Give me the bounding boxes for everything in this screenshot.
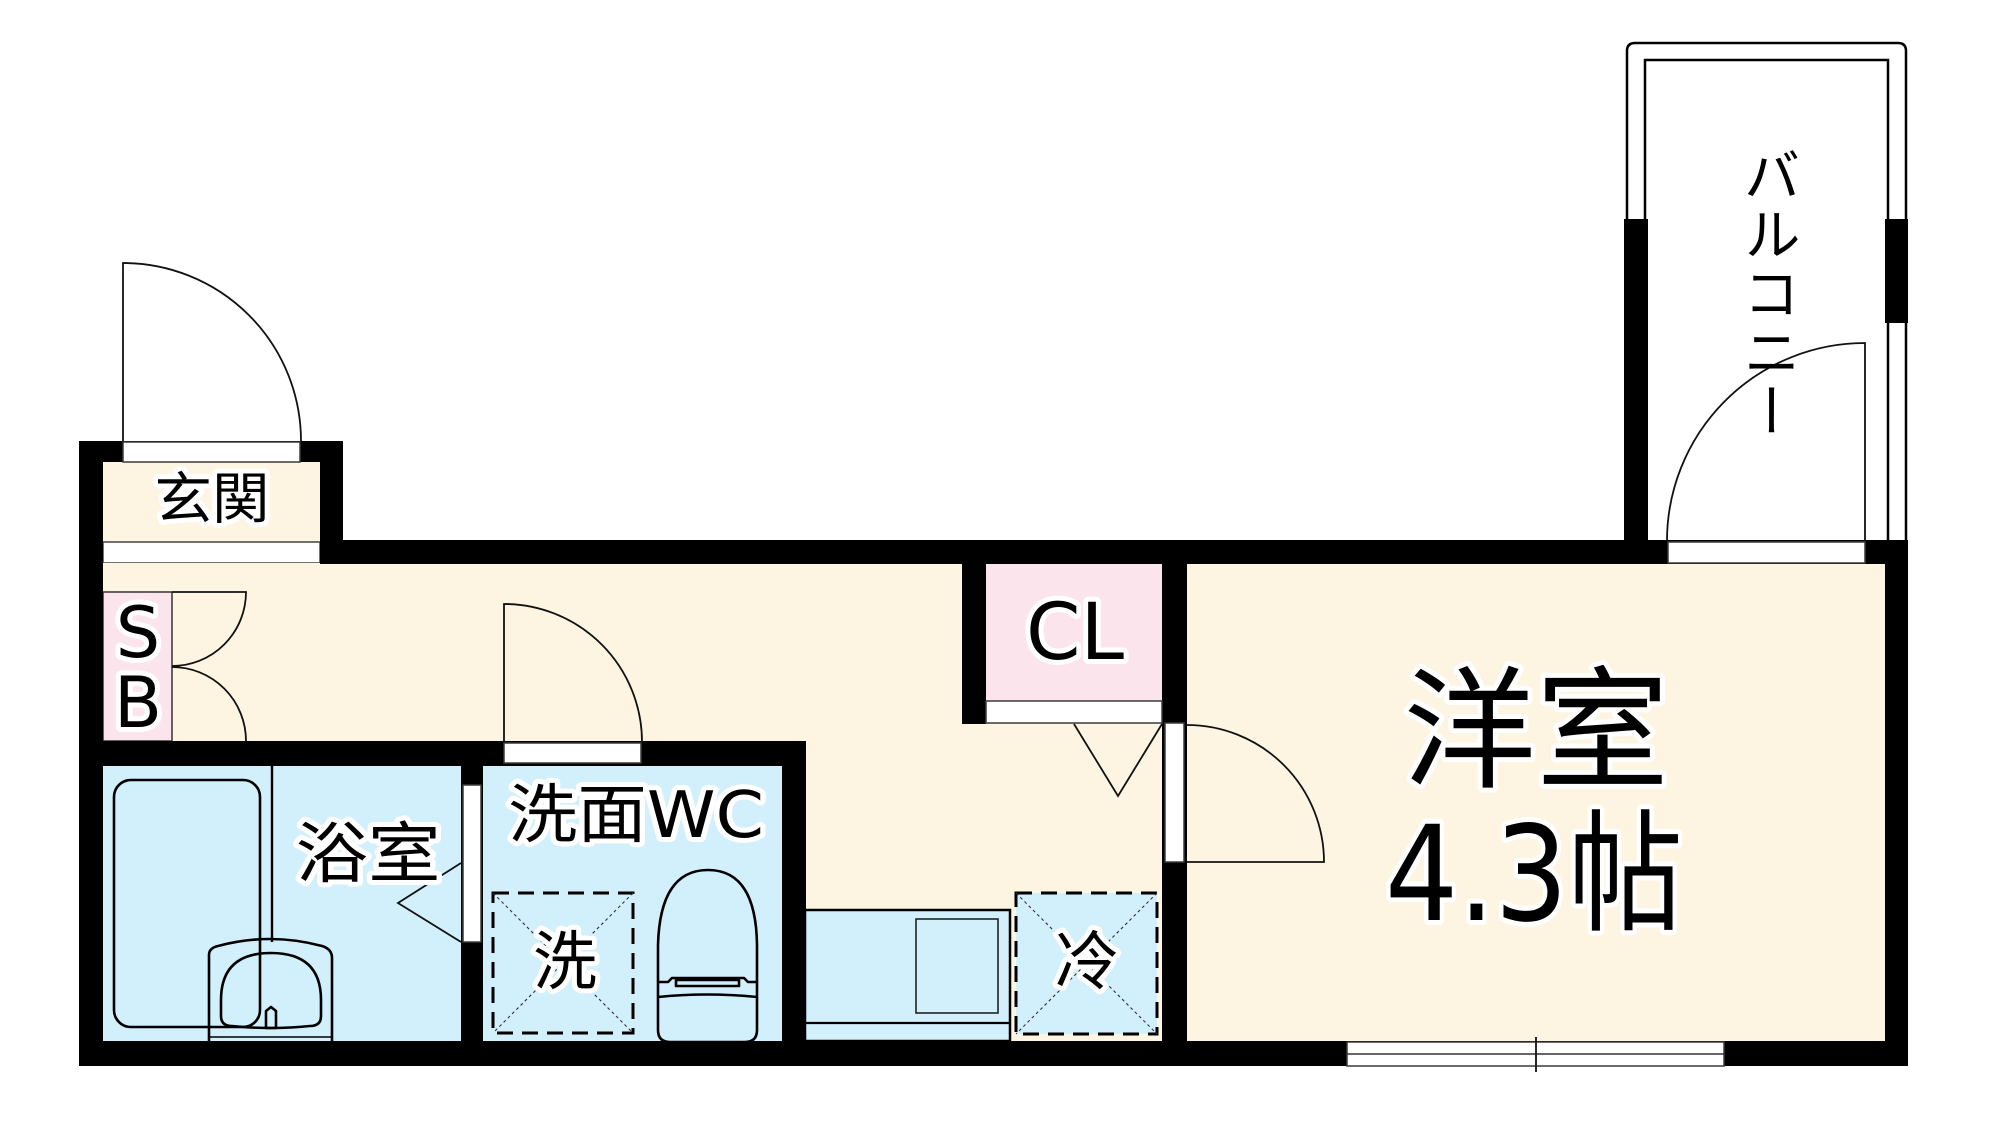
wall-balcony-right: [1885, 219, 1908, 323]
closet-folding-door-icon: [1073, 723, 1163, 798]
closet-area: [986, 564, 1162, 701]
washing-machine-label: 洗: [533, 926, 597, 1000]
wall-hallway-bathroom: [79, 741, 806, 766]
washbasin-counter: [207, 937, 334, 1042]
bathroom-fixtures: [112, 766, 334, 1042]
bathroom-folding-door-icon: [396, 862, 462, 943]
door-swings: [122, 262, 1866, 943]
kitchen-counter: [803, 908, 1012, 1043]
washroom-toilet-label: 洗面WC: [508, 779, 764, 853]
toilet-icon: [656, 868, 759, 1044]
western-room-door-opening: [1164, 722, 1185, 863]
washing-machine-cross-icon: [492, 892, 634, 1034]
western-room-label: 洋室: [1403, 655, 1669, 809]
shoe-box-label-b: B: [114, 662, 162, 744]
western-room-size: 4.3帖: [1385, 798, 1683, 952]
bathroom-door-opening: [462, 784, 482, 943]
room-labels: 玄関 S B 浴室 洗面WC 洗 冷 CL 洋室 4.3帖: [109, 463, 1688, 1006]
bathroom-floor: [103, 766, 461, 1042]
openings: [122, 441, 1866, 1072]
bathtub-icon: [112, 778, 262, 1029]
wall-right-outer: [1885, 540, 1908, 1066]
balcony-door-swing-icon: [1666, 342, 1866, 542]
kitchen-counter-top: [803, 908, 1012, 1043]
toilet-seat-bar: [674, 978, 741, 988]
shoe-box-area: [102, 591, 173, 742]
faucet-icon: [264, 1005, 278, 1030]
western-room-door-swing-icon: [1186, 724, 1325, 863]
wall-balcony-left: [1624, 219, 1648, 541]
entrance-door-swing-icon: [122, 262, 302, 442]
wall-closet-left: [962, 540, 986, 724]
entrance-step: [102, 541, 321, 564]
wall-top-main: [320, 540, 1908, 564]
bathroom-label: 浴室: [296, 816, 441, 893]
toilet-seat-hinge: [658, 976, 757, 984]
refrigerator-box: [1014, 891, 1159, 1036]
washing-machine-space: [491, 891, 635, 1035]
entrance-label: 玄関: [155, 468, 270, 533]
washbasin-bowl: [219, 951, 323, 1030]
balcony-door-opening: [1667, 541, 1866, 564]
western-room-floor: [1187, 564, 1885, 1042]
wall-washroom-kitchen: [782, 741, 806, 1042]
refrigerator-space: [1014, 891, 1159, 1036]
floors: [102, 462, 1885, 1042]
window: [1346, 1037, 1725, 1072]
washing-machine-box: [491, 891, 635, 1035]
closet-door-opening: [985, 700, 1163, 724]
washroom-door-swing-icon: [503, 603, 643, 743]
shoe-box-door-lower-icon: [171, 666, 247, 742]
kitchen-sink-icon: [915, 918, 999, 1014]
washroom-door-opening: [503, 742, 642, 764]
shoe-box-door-upper-icon: [171, 591, 247, 667]
shoe-box-label-s: S: [116, 592, 160, 674]
entrance-floor: [103, 462, 320, 542]
entrance-door-opening: [122, 441, 301, 463]
toilet-bowl: [656, 868, 759, 982]
closet-label: CL: [1026, 588, 1125, 678]
balcony-outer-rail: [1625, 41, 1908, 541]
balcony-label: バルコニー: [1734, 146, 1800, 441]
wall-entrance-right: [320, 441, 343, 564]
refrigerator-label: 冷: [1055, 926, 1119, 1000]
